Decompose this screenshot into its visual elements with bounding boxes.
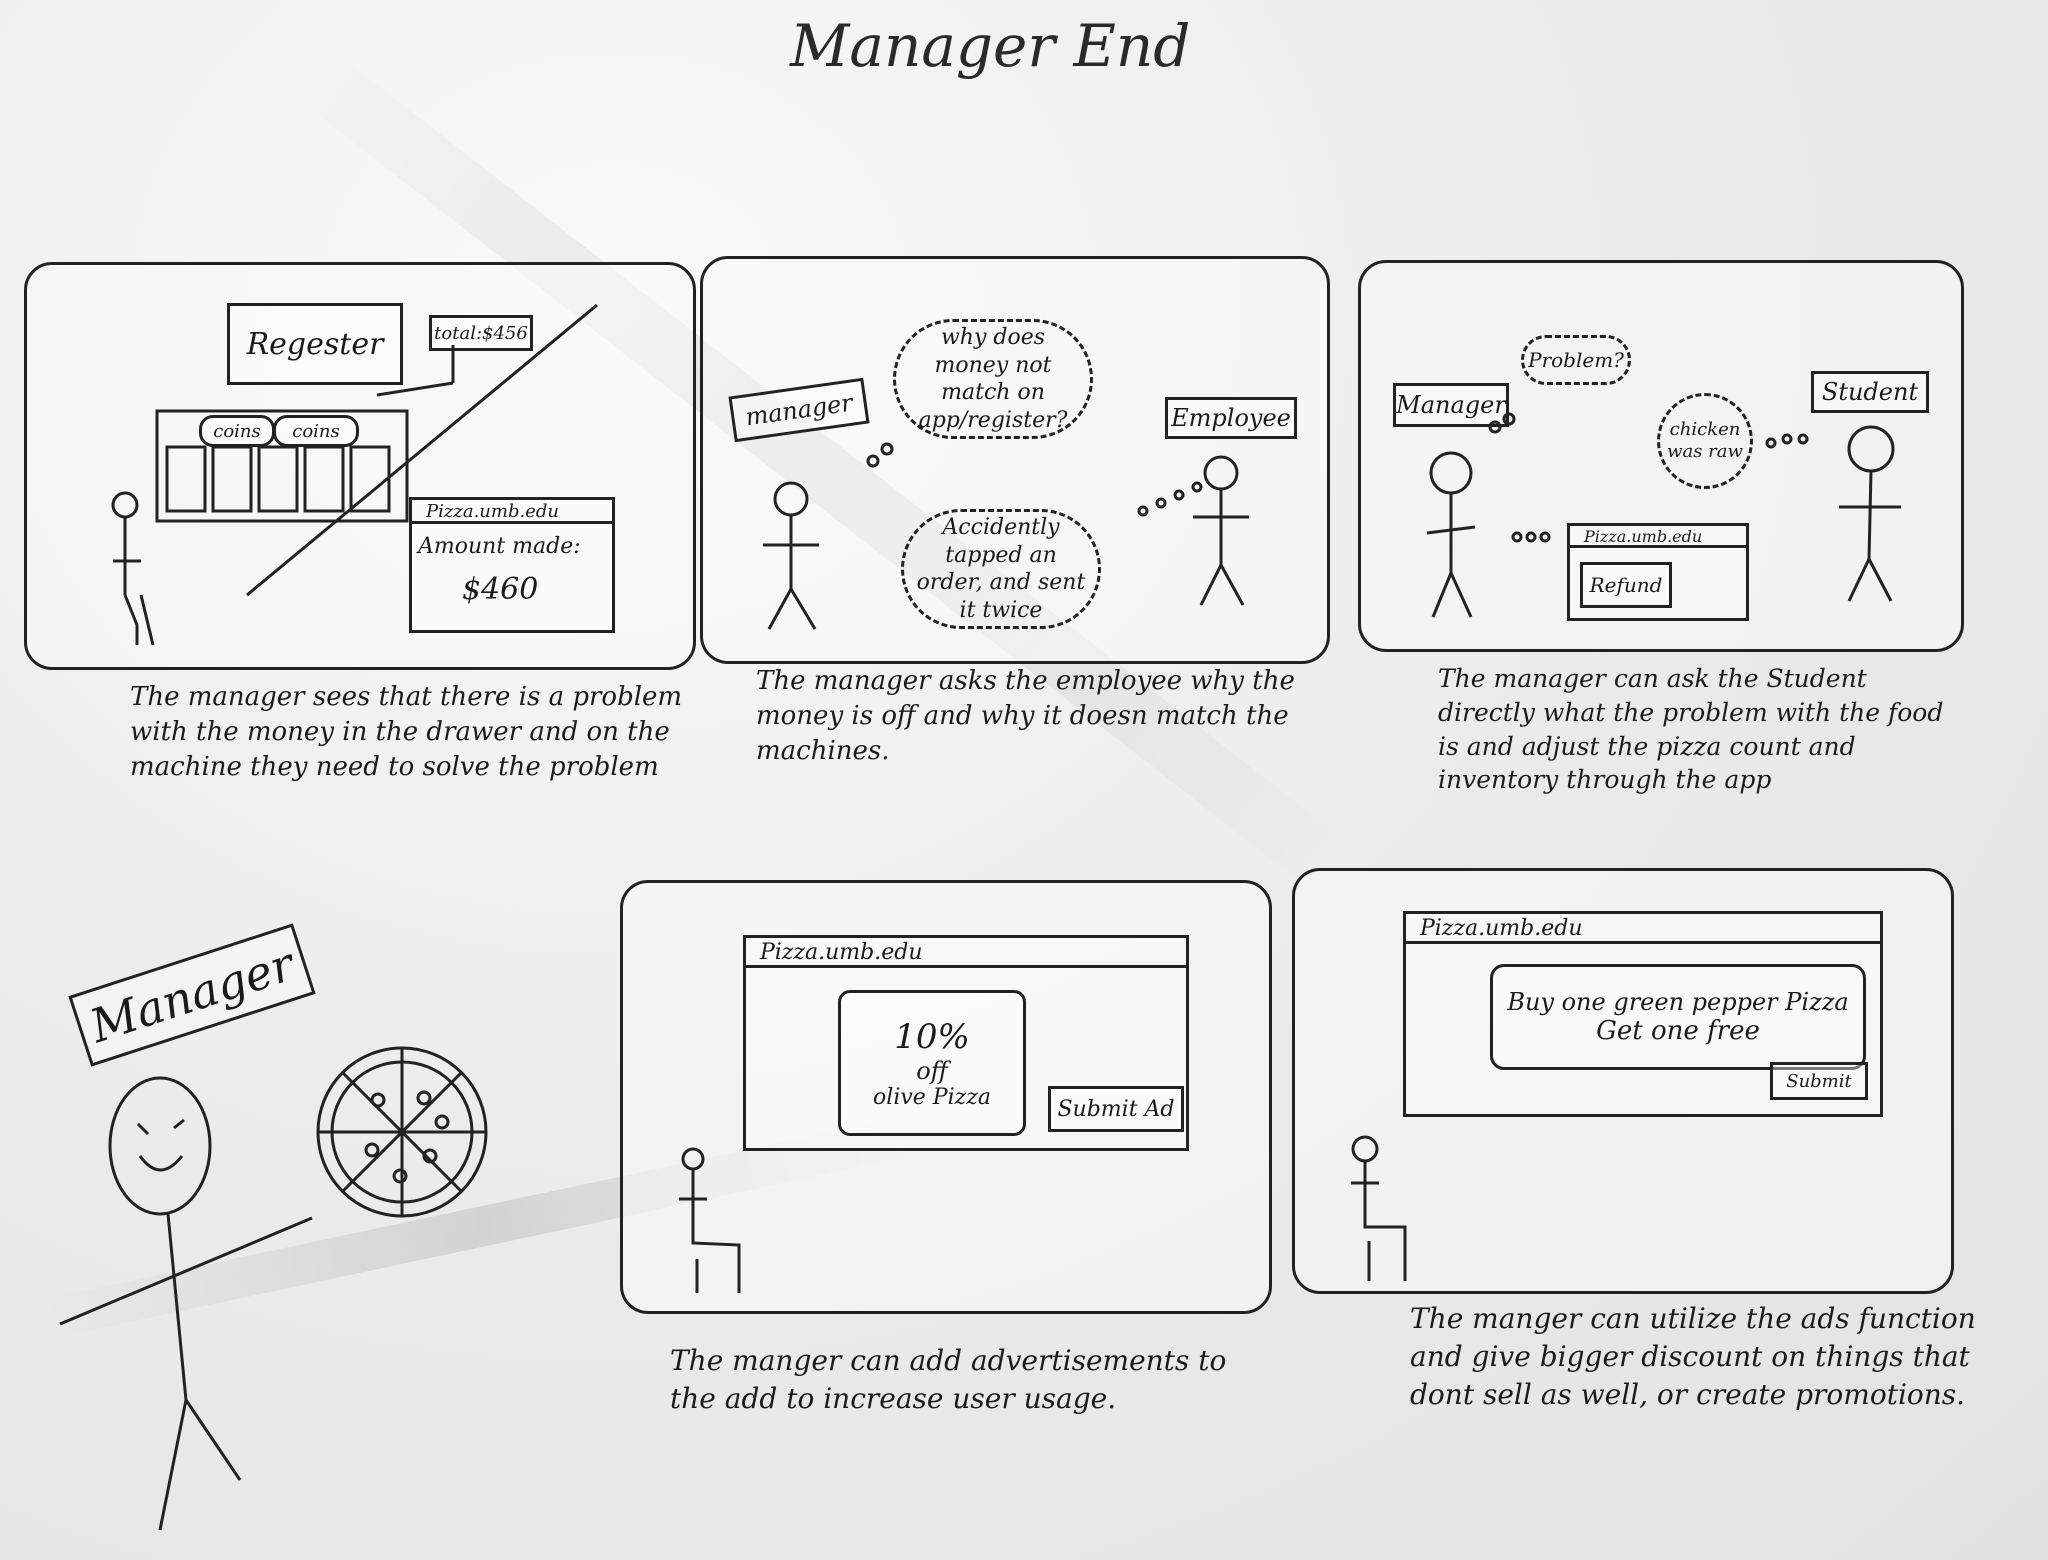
page-title: Manager End [790, 12, 1191, 80]
storyboard-panel-5: Pizza.umb.edu Buy one green pepper Pizza… [1292, 868, 1954, 1294]
employee-label: Employee [1165, 397, 1297, 439]
app-window: Pizza.umb.edu Refund [1567, 523, 1749, 621]
manager-thought-bubble: Problem? [1521, 335, 1631, 385]
storyboard-panel-2: manager Employee why does money not matc… [700, 256, 1330, 664]
ad-line-3: olive Pizza [873, 1084, 991, 1110]
seated-manager-figure [1351, 1135, 1407, 1281]
ad-card: Buy one green pepper Pizza Get one free [1490, 964, 1866, 1070]
ad-line-2: Get one free [1596, 1016, 1760, 1046]
total-label: total:$456 [429, 315, 533, 351]
caption-4: The manger can add advertisements to the… [670, 1344, 1227, 1415]
seated-manager-figure [679, 1147, 741, 1293]
amount-label: Amount made: [418, 534, 581, 559]
student-label: Student [1811, 371, 1929, 413]
manager-character-figure [59, 1046, 488, 1531]
manager-thought-bubble: why does money not match on app/register… [893, 319, 1093, 439]
window-address-bar: Pizza.umb.edu [1570, 526, 1746, 548]
ad-card: 10% off olive Pizza [838, 990, 1026, 1136]
manager-label: Manager [1393, 383, 1509, 427]
ad-line-1: Buy one green pepper Pizza [1507, 988, 1849, 1016]
caption-1: The manager sees that there is a problem… [130, 682, 683, 783]
employee-reply-bubble: Accidently tapped an order, and sent it … [901, 509, 1101, 629]
submit-ad-button[interactable]: Submit Ad [1048, 1086, 1184, 1132]
window-address-bar: Pizza.umb.edu [412, 500, 612, 524]
caption-5: The manger can utilize the ads function … [1410, 1302, 1976, 1411]
manager-and-student-figures [1426, 412, 1901, 618]
storyboard-panel-3: Manager Student Problem? chicken was raw… [1358, 260, 1964, 652]
student-reply-bubble: chicken was raw [1657, 393, 1753, 489]
manager-and-employee-figures [763, 442, 1249, 630]
app-window: Pizza.umb.edu 10% off olive Pizza Submit… [743, 935, 1189, 1151]
amount-value: $460 [462, 572, 539, 607]
window-address-bar: Pizza.umb.edu [1406, 914, 1880, 944]
register-label: Regester [227, 303, 403, 385]
submit-button[interactable]: Submit [1770, 1062, 1868, 1100]
refund-button[interactable]: Refund [1580, 562, 1672, 608]
app-window: Pizza.umb.edu Buy one green pepper Pizza… [1403, 911, 1883, 1117]
caption-3: The manager can ask the Student directly… [1438, 664, 1944, 795]
window-address-bar: Pizza.umb.edu [746, 938, 1186, 968]
ad-line-2: off [916, 1056, 948, 1085]
register-drawer-sketch [111, 303, 598, 646]
caption-2: The manager asks the employee why the mo… [756, 666, 1295, 767]
storyboard-panel-4: Pizza.umb.edu 10% off olive Pizza Submit… [620, 880, 1272, 1314]
ad-line-1: 10% [894, 1016, 970, 1057]
app-window: Pizza.umb.edu Amount made: $460 [409, 497, 615, 633]
storyboard-panel-1: Regester total:$456 coins coins Pizza.um… [24, 262, 696, 670]
